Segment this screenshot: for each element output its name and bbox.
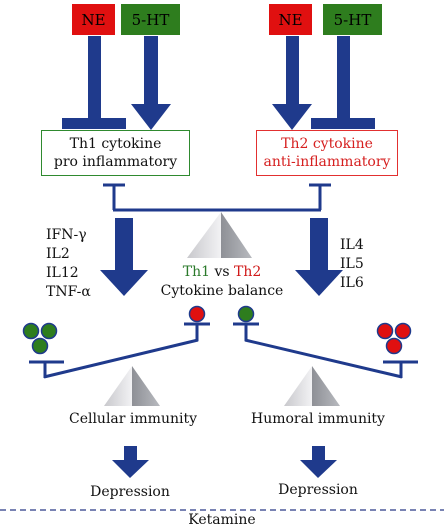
- ne-tag-right-label: NE: [278, 10, 303, 29]
- cellular-immunity-label: Cellular immunity: [68, 411, 197, 427]
- balance-th2: Th2: [234, 264, 262, 280]
- right-lower-scale: [233, 322, 418, 379]
- th2-cytokine-arrow: [295, 218, 343, 296]
- th1-cytokine-item: IFN-γ: [46, 227, 87, 243]
- th1-cytokine-item: IL2: [46, 246, 70, 262]
- th1-cytokine-arrow: [100, 218, 148, 296]
- right-red-circles: [376, 322, 412, 355]
- upper-balance-beam: [103, 183, 331, 212]
- ht-tag-left: 5-HT: [121, 4, 180, 35]
- left-red-circle: [188, 305, 206, 323]
- th1-cytokine-box: Th1 cytokine pro inflammatory: [41, 130, 190, 176]
- ne-tag-left-label: NE: [81, 10, 106, 29]
- upper-balance-pyramid: [187, 212, 252, 258]
- ht-arrow-left: [131, 36, 171, 130]
- right-depression-label: Depression: [278, 482, 358, 498]
- th1-cytokine-item: IL12: [46, 265, 79, 281]
- ht-tag-right: 5-HT: [323, 4, 382, 35]
- th2-cytokine-list: IL4 IL5 IL6: [340, 236, 364, 293]
- right-green-circle: [237, 305, 255, 323]
- humoral-immunity-label: Humoral immunity: [251, 411, 385, 427]
- th2-cytokine-item: IL5: [340, 256, 364, 272]
- th1-cytokine-item: TNF-α: [46, 284, 91, 300]
- th2-box-line2: anti-inflammatory: [263, 154, 391, 170]
- th2-cytokine-box: Th2 cytokine anti-inflammatory: [256, 130, 398, 176]
- left-depression-arrow: [112, 446, 149, 478]
- right-depression-arrow: [300, 446, 337, 478]
- ne-tag-left: NE: [72, 4, 115, 35]
- th2-cytokine-item: IL4: [340, 237, 364, 253]
- balance-caption: Cytokine balance: [160, 283, 284, 299]
- right-lower-pyramid: [284, 366, 340, 406]
- balance-th1: Th1: [182, 264, 210, 280]
- ne-arrow-right: [272, 36, 312, 130]
- ketamine-label: Ketamine: [188, 512, 256, 528]
- ht-tag-left-label: 5-HT: [131, 10, 170, 29]
- balance-label: Th1 vs Th2: [180, 264, 264, 280]
- th2-box-line1: Th2 cytokine: [281, 136, 373, 152]
- left-green-circles: [22, 322, 58, 355]
- left-lower-scale: [29, 322, 210, 379]
- left-lower-pyramid: [104, 366, 160, 406]
- ne-tag-right: NE: [269, 4, 312, 35]
- th1-box-line2: pro inflammatory: [53, 154, 178, 170]
- left-depression-label: Depression: [90, 484, 170, 500]
- th1-cytokine-list: IFN-γ IL2 IL12 TNF-α: [46, 226, 91, 302]
- th2-cytokine-item: IL6: [340, 275, 364, 291]
- ht-inhibitor-right: [311, 36, 375, 129]
- ne-inhibitor-left: [62, 36, 126, 129]
- th1-box-line1: Th1 cytokine: [69, 136, 162, 152]
- ht-tag-right-label: 5-HT: [333, 10, 372, 29]
- balance-vs: vs: [214, 264, 230, 280]
